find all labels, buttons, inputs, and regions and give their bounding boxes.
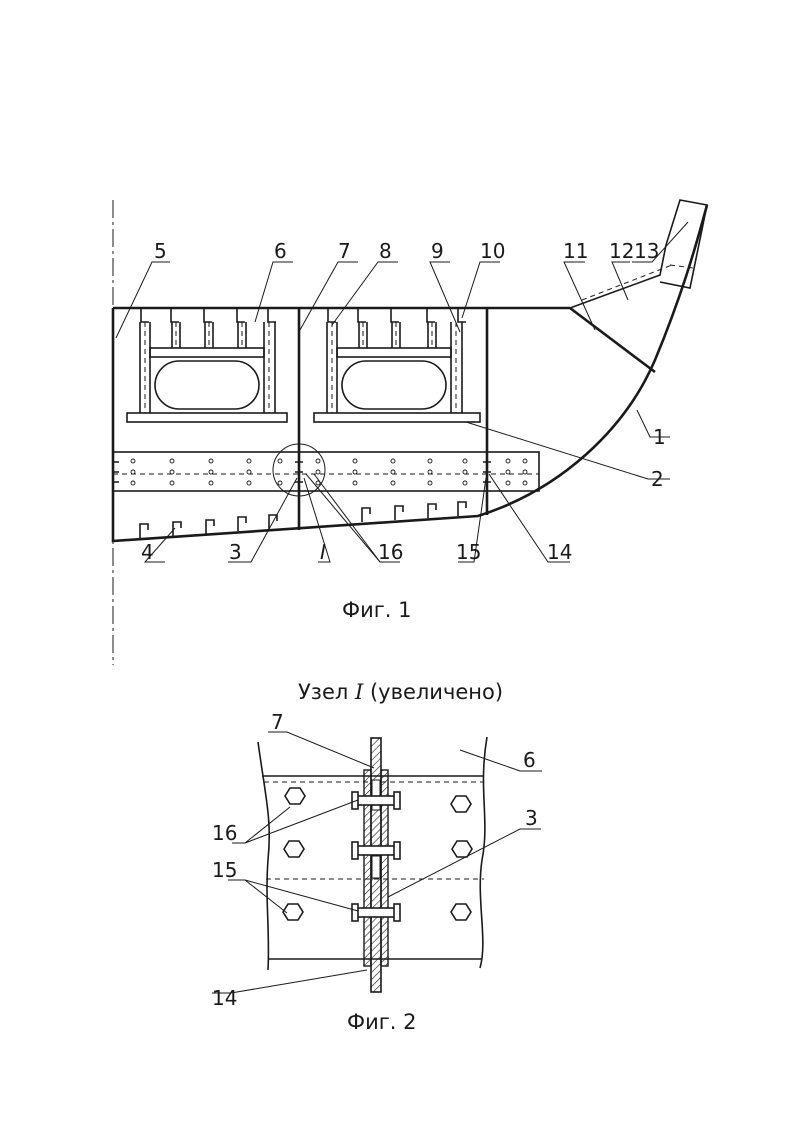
label-5: 5 (154, 239, 167, 263)
label-10: 10 (480, 239, 505, 263)
figure-2: Узел I (увеличено) (212, 680, 542, 1034)
detail-label-16: 16 (212, 821, 237, 845)
lightening-hole-left (154, 360, 260, 410)
bottom-stiffeners (139, 501, 467, 538)
detail-bolts (351, 791, 401, 922)
label-16: 16 (378, 540, 403, 564)
label-9: 9 (431, 239, 444, 263)
label-4: 4 (141, 540, 154, 564)
bow-bracket (569, 306, 656, 374)
bow-strut (569, 244, 667, 309)
detail-label-15: 15 (212, 858, 237, 882)
deck-stiffeners-left (140, 308, 276, 323)
detail-label-6: 6 (523, 748, 536, 772)
label-12: 12 (609, 239, 634, 263)
figure-2-title: Узел I (увеличено) (298, 680, 503, 704)
detail-label-7: 7 (271, 710, 284, 734)
hull-outline (111, 204, 709, 543)
fig1-leaders (115, 221, 689, 563)
label-3: 3 (229, 540, 242, 564)
frame-right (313, 322, 481, 423)
label-13: 13 (634, 239, 659, 263)
label-14: 14 (547, 540, 572, 564)
detail-right-break (479, 736, 488, 969)
bow-stem-plate (659, 199, 708, 289)
label-8: 8 (379, 239, 392, 263)
bow-strut-dashed (581, 264, 673, 301)
joint-plate-left (363, 769, 372, 967)
label-15: 15 (456, 540, 481, 564)
deck-stiffeners-right (327, 308, 466, 323)
figure-2-caption: Фиг. 2 (347, 1010, 416, 1034)
label-7: 7 (338, 239, 351, 263)
girder-bolt-holes (130, 458, 528, 486)
label-11: 11 (563, 239, 588, 263)
fig2-leaders (212, 731, 542, 994)
lightening-hole-right (341, 360, 447, 410)
detail-label-14: 14 (212, 986, 237, 1010)
joint-plate-right (380, 769, 389, 967)
label-6: 6 (274, 239, 287, 263)
label-node-i: I (320, 540, 326, 564)
node-i-circle (272, 443, 326, 497)
bow-stem-dashed (669, 264, 694, 269)
hex-holes (282, 787, 473, 921)
figure-1: 5 6 7 8 9 10 11 12 13 1 2 4 3 I 16 15 14… (111, 199, 709, 665)
detail-label-3: 3 (525, 806, 538, 830)
label-2: 2 (651, 467, 664, 491)
joint-bolts (113, 461, 491, 483)
figure-1-caption: Фиг. 1 (342, 598, 411, 622)
label-1: 1 (653, 425, 666, 449)
detail-left-break (257, 741, 271, 971)
girder-band (112, 451, 540, 492)
frame-left (126, 322, 288, 423)
